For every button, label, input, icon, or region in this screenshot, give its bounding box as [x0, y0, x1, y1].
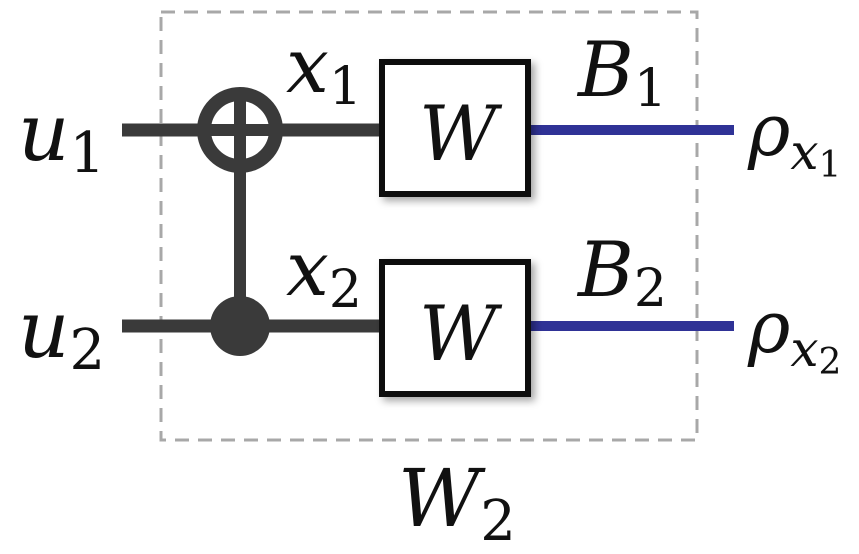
input-label-u1: u1: [18, 86, 105, 186]
state-label-rho-x2: ρx2: [747, 285, 841, 383]
control-dot-icon: [210, 296, 270, 356]
input-label-u2: u2: [18, 283, 105, 383]
gate-bottom-label: W: [419, 289, 503, 378]
state-label-rho-x1: ρx1: [747, 88, 841, 186]
gate-top-label: W: [419, 89, 503, 178]
wire-label-x1: x1: [286, 21, 362, 117]
xor-target-icon: [197, 87, 283, 173]
wire-label-x2: x2: [286, 224, 362, 320]
gate-top: W: [379, 59, 531, 197]
output-label-b1: B1: [576, 25, 667, 119]
block-label-w2: W2: [398, 452, 516, 554]
combined-channel-boundary: [159, 10, 699, 442]
output-label-b2: B2: [576, 225, 667, 319]
gate-bottom: W: [379, 259, 531, 397]
